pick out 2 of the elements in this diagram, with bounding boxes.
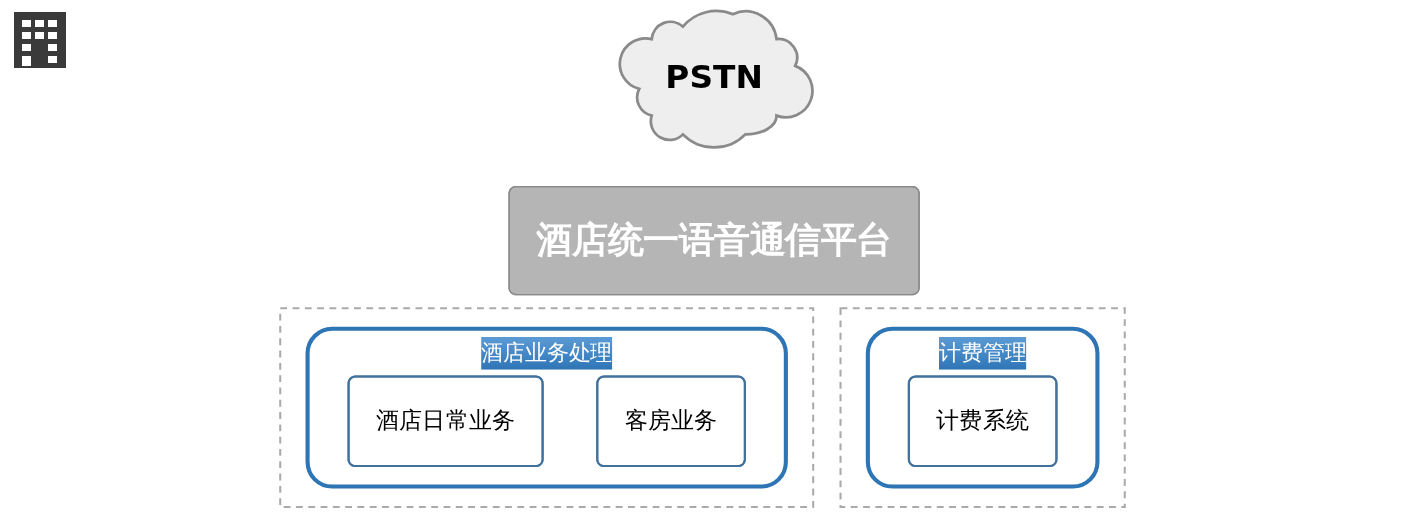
cluster xyxy=(839,307,1126,509)
cluster xyxy=(279,307,815,509)
